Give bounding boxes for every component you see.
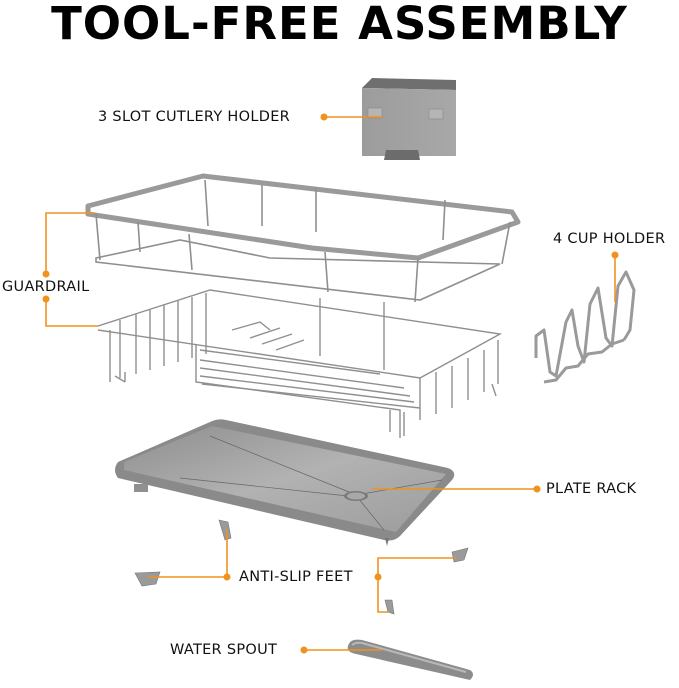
cup-holder-label: 4 CUP HOLDER <box>553 231 666 247</box>
water-spout-icon <box>347 639 473 680</box>
wire-basket-icon <box>97 289 503 438</box>
foot-icon <box>134 519 469 615</box>
drip-tray-icon <box>115 419 455 546</box>
water-spout-label: WATER SPOUT <box>170 642 278 658</box>
anti-slip-feet-label: ANTI-SLIP FEET <box>239 569 353 585</box>
cutlery-holder-icon <box>362 78 456 160</box>
cutlery-holder-label: 3 SLOT CUTLERY HOLDER <box>98 109 291 125</box>
callout-dots <box>42 113 619 654</box>
cup-holder-icon <box>534 270 636 384</box>
page-title: TOOL-FREE ASSEMBLY <box>51 0 628 50</box>
guardrail-label: GUARDRAIL <box>2 279 90 295</box>
plate-rack-label: PLATE RACK <box>546 481 637 497</box>
callout-lines <box>45 116 616 651</box>
guardrail-frame-icon <box>85 173 521 303</box>
